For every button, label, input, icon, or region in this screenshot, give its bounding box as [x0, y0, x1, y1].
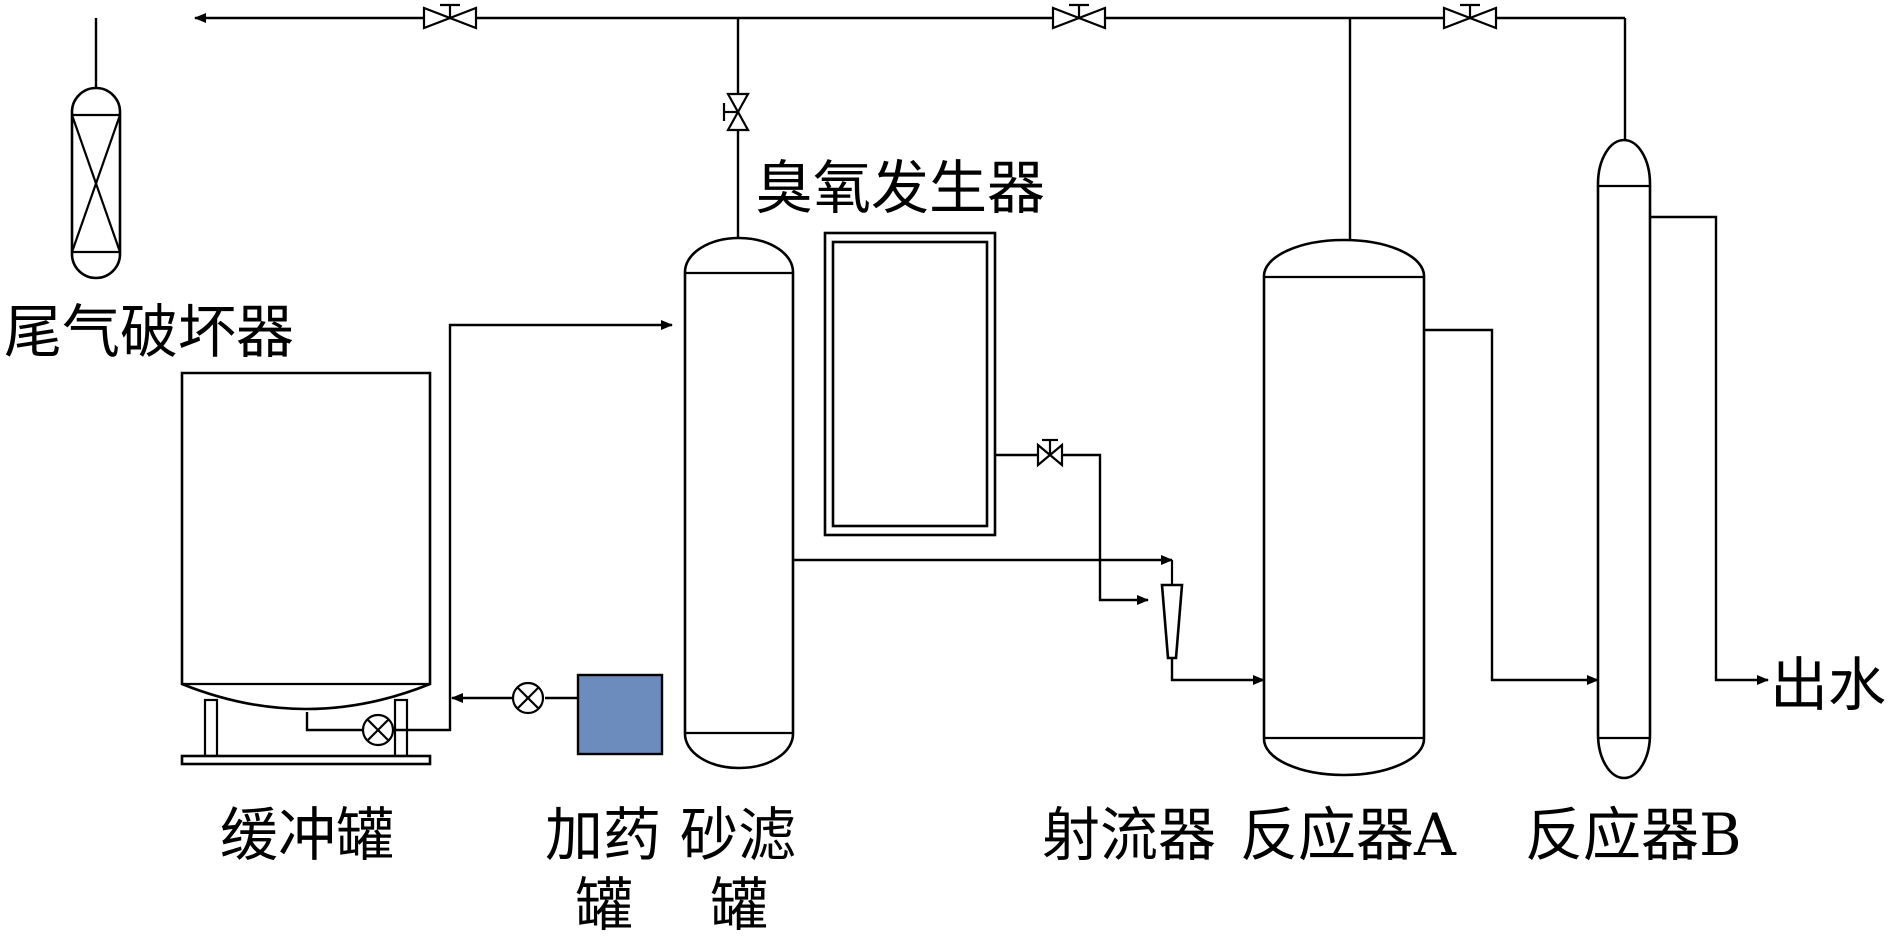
- dosing-tank-label-line1: 加药: [545, 801, 661, 869]
- dosing-pump-icon: [511, 681, 545, 715]
- sand-filter-tank: [683, 236, 795, 770]
- dosing-tank-label-line2: 罐: [575, 871, 633, 939]
- reactor-a: [1262, 238, 1426, 777]
- header-valve-2: [1051, 3, 1107, 30]
- tail-gas-destructor: [70, 86, 122, 280]
- dosing-tank-body: [576, 673, 664, 756]
- ozone-gas-line: [995, 453, 1149, 605]
- ejector-to-reactor-a-pipe: [1170, 658, 1265, 685]
- sand-filter-label-line2: 罐: [710, 871, 768, 939]
- ejector: [1160, 560, 1184, 660]
- buffer-tank: [180, 371, 432, 766]
- reactor-a-label: 反应器A: [1240, 801, 1457, 869]
- outlet-pipe: [1650, 215, 1769, 685]
- reactor-b: [1596, 138, 1652, 780]
- ozone-generator: [823, 231, 997, 537]
- buffer-pump-icon: [361, 713, 395, 747]
- outlet-label: 出水: [1770, 651, 1886, 719]
- sand-filter-vent-valve: [722, 92, 750, 132]
- ejector-label: 射流器: [1042, 801, 1216, 869]
- ozone-generator-label: 臭氧发生器: [755, 154, 1045, 222]
- reactor-b-label: 反应器B: [1525, 801, 1742, 869]
- header-valve-1: [422, 3, 478, 30]
- dosing-tank: [576, 673, 664, 756]
- sand-filter-label-line1: 砂滤: [680, 801, 796, 869]
- destructor-label: 尾气破坏器: [4, 298, 294, 366]
- buffer-pump-line: [305, 320, 673, 732]
- ozone-gas-valve: [1036, 438, 1064, 468]
- reactor-a-to-b-pipe: [1424, 328, 1599, 685]
- header-valve-3: [1442, 3, 1498, 30]
- buffer-tank-label: 缓冲罐: [220, 801, 394, 869]
